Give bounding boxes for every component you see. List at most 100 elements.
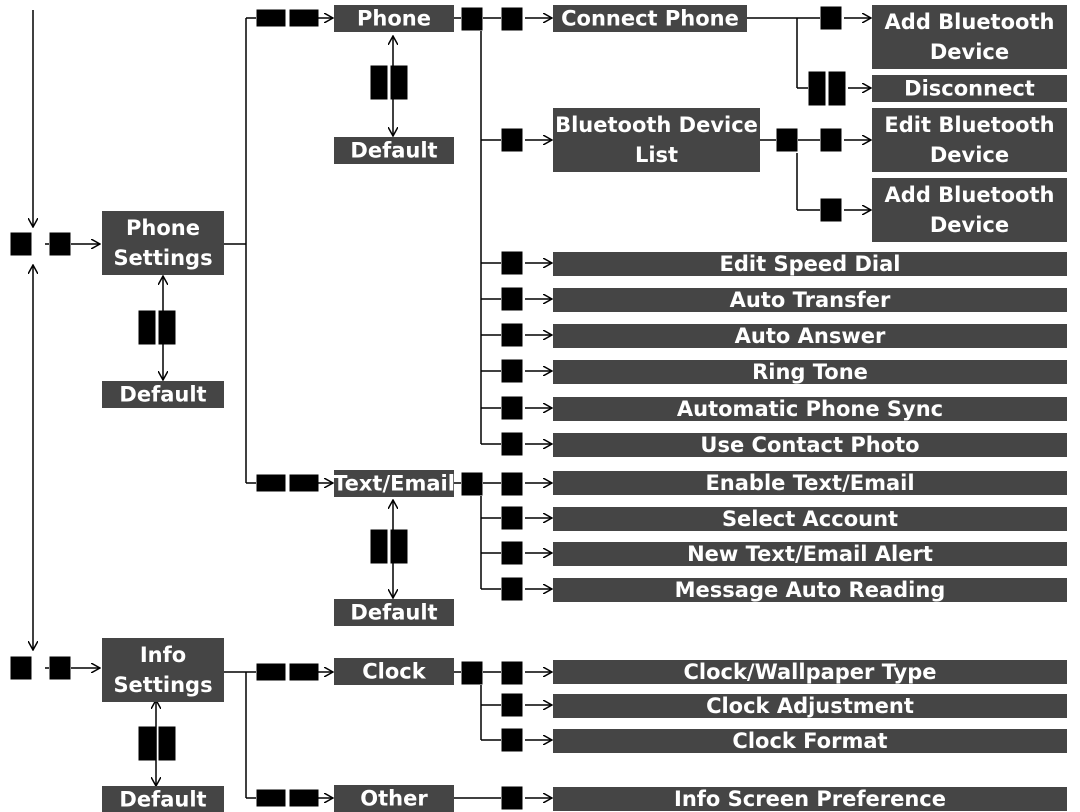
interface-dial-press-icon <box>501 577 523 601</box>
menu-node-box <box>102 786 224 812</box>
menu-node-box <box>553 578 1067 602</box>
menu-node-use-contact-photo: Use Contact Photo <box>553 433 1067 457</box>
menu-node-label: Default <box>119 788 206 812</box>
menu-node-label: Default <box>350 601 437 625</box>
menu-node-label: New Text/Email Alert <box>687 542 933 566</box>
menu-node-label: Enable Text/Email <box>705 471 914 495</box>
menu-node-label: Phone <box>357 7 431 31</box>
interface-dial-press-icon <box>501 506 523 530</box>
menu-node-clock: Clock <box>334 658 454 685</box>
menu-node-box <box>334 658 454 685</box>
menu-node-info-screen-preference: Info Screen Preference <box>553 787 1067 811</box>
menu-node-box <box>553 660 1067 684</box>
interface-dial-press-icon <box>820 6 842 30</box>
menu-node-box <box>102 381 224 408</box>
menu-node-disconnect: Disconnect <box>872 75 1067 102</box>
menu-node-box <box>872 178 1067 242</box>
menu-node-label: Select Account <box>722 507 898 531</box>
menu-node-label: Connect Phone <box>561 7 739 31</box>
menu-node-box <box>334 470 454 497</box>
menu-node-box <box>553 471 1067 495</box>
menu-node-message-auto-reading: Message Auto Reading <box>553 578 1067 602</box>
menu-node-label: Edit Speed Dial <box>720 252 901 276</box>
interface-dial-press-icon <box>501 728 523 752</box>
menu-node-label: Other <box>360 787 428 811</box>
menu-node-box <box>553 108 760 172</box>
interface-dial-left-right-icon <box>256 663 319 681</box>
menu-nodes: PhoneSettingsDefaultInfoSettingsDefaultP… <box>102 5 1067 812</box>
menu-node-label: Auto Answer <box>735 324 886 348</box>
menu-node-label: Edit Bluetooth <box>884 113 1054 137</box>
menu-node-label: Settings <box>113 673 212 697</box>
menu-node-box <box>553 5 747 32</box>
menu-node-box <box>553 507 1067 531</box>
menu-node-box <box>553 397 1067 421</box>
menu-node-phone-default: Default <box>334 137 454 164</box>
menu-node-auto-transfer: Auto Transfer <box>553 288 1067 312</box>
menu-node-phone-settings-default: Default <box>102 381 224 408</box>
menu-node-other: Other <box>334 785 454 812</box>
menu-node-box <box>872 75 1067 102</box>
interface-dial-left-right-icon <box>256 789 319 807</box>
menu-node-box <box>553 694 1067 718</box>
menu-node-clock-adjustment: Clock Adjustment <box>553 694 1067 718</box>
menu-node-label: Add Bluetooth <box>885 183 1055 207</box>
menu-node-label: Phone <box>126 216 200 240</box>
menu-node-edit-speed-dial: Edit Speed Dial <box>553 252 1067 276</box>
menu-node-clock-wallpaper-type: Clock/Wallpaper Type <box>553 660 1067 684</box>
menu-node-box <box>553 252 1067 276</box>
menu-node-box <box>334 599 454 626</box>
interface-dial-up-down-icon <box>370 529 408 564</box>
interface-dial-up-down-icon <box>808 71 846 106</box>
menu-node-enable-text-email: Enable Text/Email <box>553 471 1067 495</box>
menu-node-label: Clock Format <box>732 729 887 753</box>
menu-node-label: Add Bluetooth <box>885 10 1055 34</box>
interface-dial-press-icon <box>501 693 523 717</box>
back-button-icon <box>461 472 483 496</box>
back-button-icon <box>776 128 798 152</box>
menu-node-label: List <box>635 143 678 167</box>
menu-node-automatic-phone-sync: Automatic Phone Sync <box>553 397 1067 421</box>
interface-dial-press-icon <box>820 128 842 152</box>
menu-node-box <box>553 324 1067 348</box>
menu-node-box <box>872 108 1067 172</box>
menu-node-label: Text/Email <box>333 472 455 496</box>
menu-node-label: Default <box>119 383 206 407</box>
menu-node-label: Device <box>930 40 1009 64</box>
menu-node-text-email-default: Default <box>334 599 454 626</box>
menu-node-phone: Phone <box>334 5 454 32</box>
menu-node-label: Clock/Wallpaper Type <box>683 660 936 684</box>
menu-node-clock-format: Clock Format <box>553 729 1067 753</box>
interface-dial-press-icon <box>501 359 523 383</box>
back-button-icon <box>461 661 483 685</box>
menu-node-box <box>553 288 1067 312</box>
menu-node-label: Info <box>140 643 186 667</box>
menu-node-label: Device <box>930 143 1009 167</box>
menu-node-auto-answer: Auto Answer <box>553 324 1067 348</box>
interface-dial-up-down-icon <box>370 65 408 100</box>
interface-dial-press-icon <box>501 541 523 565</box>
menu-node-label: Bluetooth Device <box>555 113 758 137</box>
menu-node-box <box>872 5 1067 69</box>
menu-node-label: Default <box>350 139 437 163</box>
menu-node-label: Automatic Phone Sync <box>677 397 943 421</box>
interface-dial-up-down-icon <box>138 310 176 345</box>
menu-node-label: Clock <box>362 660 426 684</box>
menu-node-label: Message Auto Reading <box>675 578 946 602</box>
interface-dial-press-icon <box>501 396 523 420</box>
menu-node-select-account: Select Account <box>553 507 1067 531</box>
interface-dial-press-icon <box>820 198 842 222</box>
menu-node-box <box>553 360 1067 384</box>
menu-node-text-email: Text/Email <box>333 470 455 497</box>
menu-node-label: Clock Adjustment <box>706 694 914 718</box>
menu-node-new-text-email-alert: New Text/Email Alert <box>553 542 1067 566</box>
interface-dial-press-icon <box>501 287 523 311</box>
menu-node-ring-tone: Ring Tone <box>553 360 1067 384</box>
menu-node-box <box>553 542 1067 566</box>
